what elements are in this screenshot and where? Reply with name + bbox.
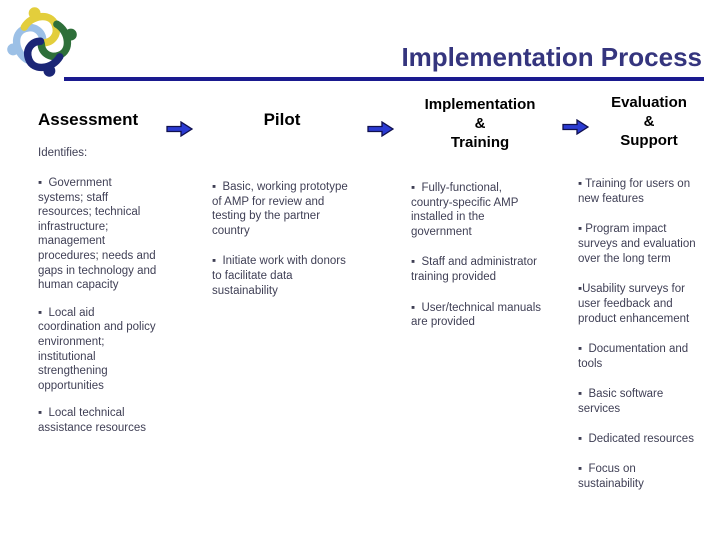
bullet-item: ▪ Basic, working prototype of AMP for re… — [212, 181, 348, 237]
bullet-item: ▪ Government systems; staff resources; t… — [38, 177, 157, 292]
flow-right-arrow-icon — [562, 119, 589, 135]
bullet-item: ▪ Program impact surveys and evaluation … — [578, 223, 696, 265]
evaluation-support-bullets: ▪ Training for users on new features ▪ Pr… — [578, 177, 718, 507]
bullet-item: ▪ Focus on sustainability — [578, 463, 644, 490]
pilot-bullets: ▪ Basic, working prototype of AMP for re… — [212, 180, 374, 314]
implementation-training-bullets: ▪ Fully-functional, country-specific AMP… — [411, 181, 569, 346]
bullet-item: ▪ Local aid coordination and policy envi… — [38, 306, 156, 392]
bullet-item: ▪ Fully-functional, country-specific AMP… — [411, 182, 519, 238]
bullet-item: ▪ Training for users on new features — [578, 178, 691, 205]
assessment-subheader: Identifies: — [38, 147, 88, 159]
column-header-pilot: Pilot — [263, 110, 301, 129]
bullet-item: ▪ Initiate work with donors to facilitat… — [212, 255, 346, 297]
bullet-item: ▪ Dedicated resources — [578, 433, 694, 445]
bullet-item: ▪ Staff and administrator training provi… — [411, 256, 537, 283]
bullet-item: ▪ Basic software services — [578, 388, 664, 415]
bullet-item: ▪ Documentation and tools — [578, 343, 689, 370]
bullet-item: ▪ Local technical assistance resources — [38, 407, 147, 434]
column-header-evaluation-support: Evaluation & Support — [611, 94, 687, 149]
slide-title: Implementation Process — [401, 42, 702, 72]
flow-right-arrow-icon — [367, 121, 394, 137]
column-header-implementation-training: Implementation & Training — [424, 96, 536, 151]
bullet-item: ▪ User/technical manuals are provided — [411, 301, 541, 329]
swirl-people-logo-icon — [7, 7, 77, 77]
column-header-assessment: Assessment — [38, 110, 139, 129]
flow-right-arrow-icon — [166, 121, 193, 137]
title-underline — [64, 77, 704, 81]
bullet-item: ▪Usability surveys for user feedback and… — [578, 283, 690, 325]
assessment-bullets: ▪ Government systems; staff resources; t… — [38, 176, 180, 449]
